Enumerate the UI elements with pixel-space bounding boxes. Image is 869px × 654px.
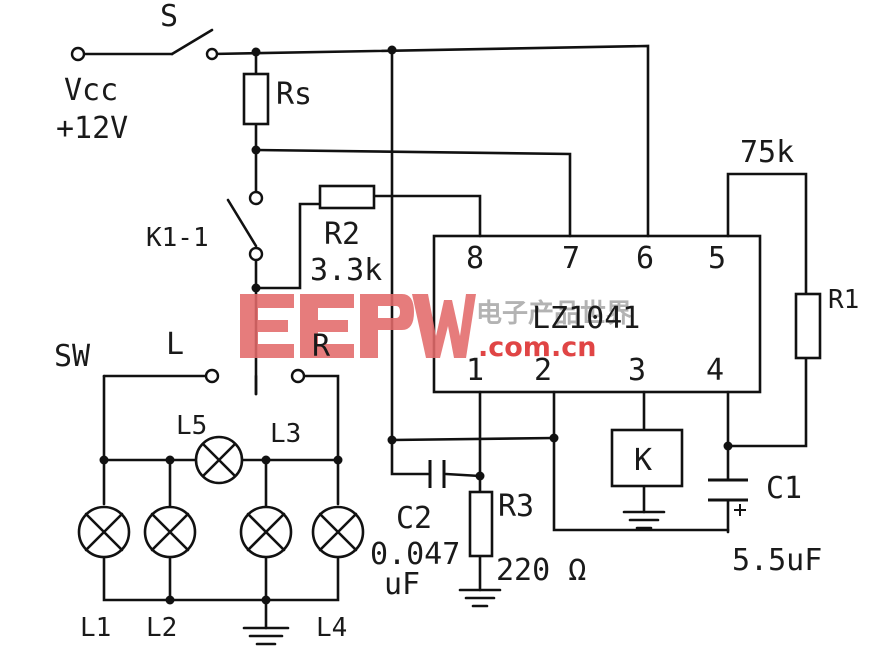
lamp-l4-label: L4: [316, 613, 347, 643]
vcc-terminal: [70, 46, 86, 62]
vcc-label: Vcc: [64, 73, 118, 108]
c1-value-label: 5.5uF: [732, 543, 822, 578]
lamp-l4: [311, 505, 365, 559]
capacitor-c2: [428, 460, 446, 488]
r2-name-label: R2: [324, 217, 360, 252]
resistor-r1: [794, 292, 822, 360]
c2-name-label: C2: [396, 501, 432, 536]
ic-pin-8: 8: [466, 241, 484, 276]
sw-right-label: R: [312, 329, 331, 364]
ic-pin-1: 1: [466, 353, 484, 388]
ground-r3: [458, 588, 502, 608]
sw-label: SW: [54, 339, 91, 374]
junction-dots: [99, 45, 733, 605]
sw-terminal-left: [204, 368, 220, 384]
r3-name-label: R3: [498, 489, 534, 524]
lamp-l5: [194, 435, 244, 485]
r3-value-label: 220 Ω: [496, 553, 586, 588]
wires: [82, 28, 808, 630]
k1-label: K1-1: [146, 223, 209, 253]
switch-s-label: S: [160, 0, 178, 34]
ic-pin-6: 6: [636, 241, 654, 276]
relay-coil-label: K: [634, 443, 652, 478]
ic-pin-7: 7: [562, 241, 580, 276]
c2-value-line1: 0.047: [370, 537, 460, 572]
lamp-l2-label: L2: [146, 613, 177, 643]
rs-label: Rs: [276, 77, 312, 112]
watermark-chinese: 电子产品世界: [476, 299, 632, 329]
lamp-l3: [239, 505, 293, 559]
ic-pin-2: 2: [534, 353, 552, 388]
capacitor-c1: [708, 478, 748, 516]
sw-left-label: L: [166, 327, 184, 362]
r1-name-label: R1: [828, 285, 859, 315]
lamp-l1: [77, 505, 131, 559]
resistor-r2: [318, 184, 376, 210]
switch-s-terminal: [205, 47, 219, 61]
lamp-l2: [143, 505, 197, 559]
r2-value-label: 3.3k: [310, 253, 382, 288]
k1-terminal-top: [248, 190, 264, 206]
resistor-rs: [242, 72, 270, 126]
ground-lamps: [242, 626, 290, 646]
ic-pin-5: 5: [708, 241, 726, 276]
ic-name-label: LZ1041: [532, 301, 640, 336]
lamp-l1-label: L1: [80, 613, 111, 643]
ground-k: [622, 510, 666, 530]
watermark-url: .com.cn: [478, 332, 596, 363]
ic-pin-4: 4: [706, 353, 724, 388]
lamp-l5-label: L5: [176, 411, 207, 441]
lamp-l3-label: L3: [270, 419, 301, 449]
c1-name-label: C1: [766, 471, 802, 506]
relay-coil-k: [610, 428, 684, 488]
k1-terminal-bottom: [248, 246, 264, 262]
resistor-r3: [468, 490, 494, 558]
eepw-watermark: 电子产品世界 .com.cn: [240, 294, 632, 363]
ic-pin-3: 3: [628, 353, 646, 388]
ic-lz1041: [432, 234, 762, 394]
r1-value-label: 75k: [740, 135, 794, 170]
c2-value-line2: uF: [384, 567, 420, 602]
vcc-voltage-label: +12V: [56, 111, 128, 146]
sw-terminal-right: [290, 368, 306, 384]
